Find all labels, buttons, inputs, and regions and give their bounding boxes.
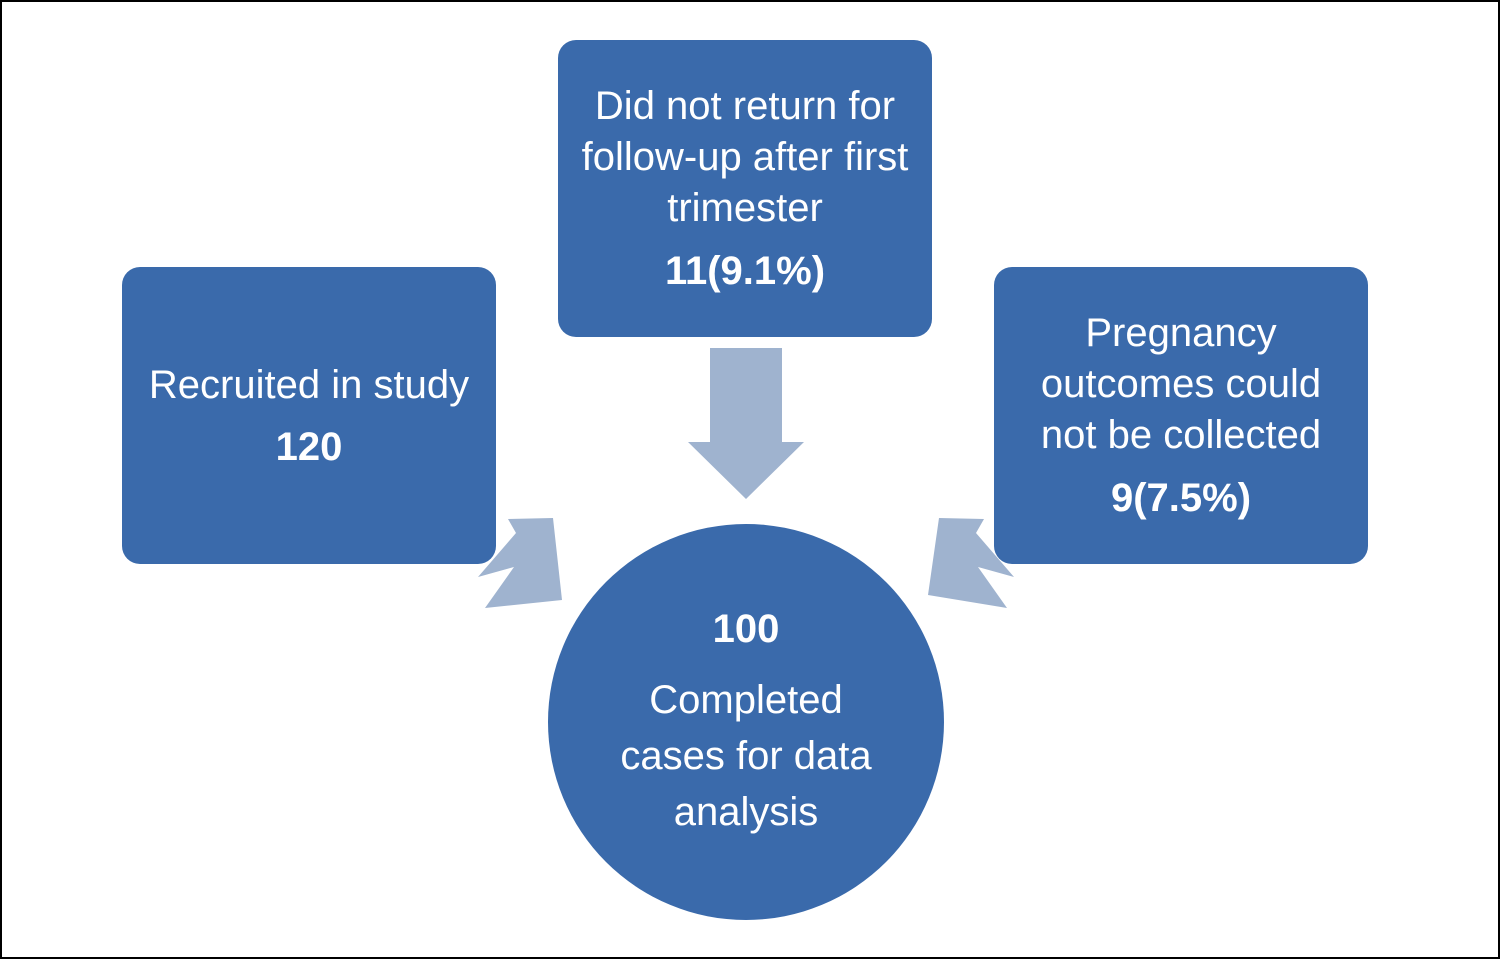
recruited-count: 120 [275, 424, 343, 469]
outcomes-missing-box: Pregnancy outcomes could not be collecte… [994, 267, 1368, 564]
completed-count: 100 [712, 607, 780, 651]
arrow-lost-followup-to-completed [688, 348, 804, 499]
recruited-label: Recruited in study [148, 362, 470, 407]
arrow-recruited-to-completed [478, 518, 562, 608]
completed-label: Completed cases for data analysis [620, 678, 872, 834]
outcomes-missing-label: Pregnancy outcomes could not be collecte… [1040, 311, 1322, 457]
completed-circle: 100 Completed cases for data analysis [548, 524, 944, 920]
outcomes-missing-count: 9(7.5%) [1110, 476, 1252, 520]
arrow-outcomes-to-completed [928, 518, 1014, 608]
recruited-box: Recruited in study 120 [122, 267, 496, 564]
lost-followup-box: Did not return for follow-up after first… [558, 40, 932, 337]
lost-followup-count: 11(9.1%) [664, 249, 826, 293]
lost-followup-label: Did not return for follow-up after first… [581, 84, 909, 230]
